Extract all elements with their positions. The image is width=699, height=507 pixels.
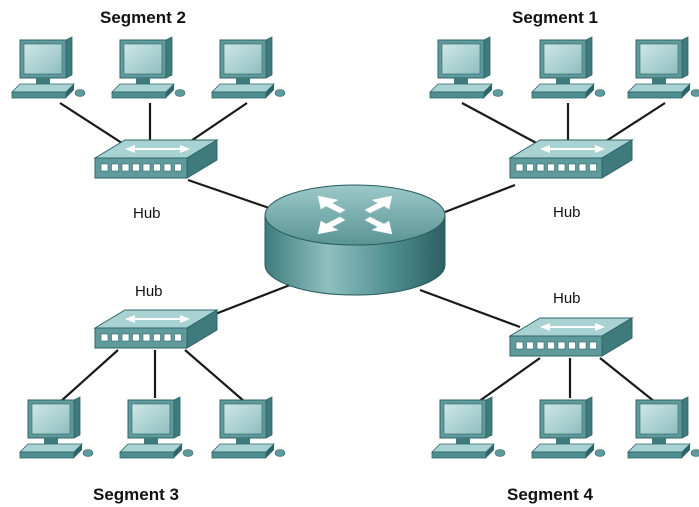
router-icon[interactable] <box>264 184 446 296</box>
hub-segment-2[interactable] <box>93 139 219 179</box>
workstation-seg2-3[interactable] <box>211 36 286 99</box>
segment-label-3: Segment 3 <box>93 485 179 504</box>
link-seg2-host3 <box>184 102 248 146</box>
router-arrows-icon <box>317 195 393 235</box>
workstation-seg3-2[interactable] <box>119 396 194 459</box>
workstation-seg2-1[interactable] <box>11 36 86 99</box>
hub-segment-1[interactable] <box>508 139 634 179</box>
link-seg3-host1 <box>59 349 119 403</box>
link-seg3-host3 <box>184 349 246 403</box>
link-hub4-router <box>419 288 521 329</box>
link-hub1-router <box>444 183 516 214</box>
hub-label-seg1: Hub <box>553 204 581 221</box>
hub-segment-4[interactable] <box>508 317 634 357</box>
hub-label-seg2: Hub <box>133 205 161 222</box>
link-seg1-host1 <box>461 102 541 146</box>
workstation-seg4-2[interactable] <box>531 396 606 459</box>
link-hub2-router <box>187 178 276 212</box>
links <box>59 102 666 403</box>
link-hub3-router <box>204 283 291 320</box>
link-seg4-host3 <box>599 357 656 403</box>
hub-segment-3[interactable] <box>93 309 219 349</box>
segment-label-2: Segment 2 <box>100 8 186 27</box>
link-seg1-host3 <box>599 102 666 146</box>
segment-label-1: Segment 1 <box>512 8 598 27</box>
workstation-seg3-3[interactable] <box>211 396 286 459</box>
workstation-seg1-1[interactable] <box>429 36 504 99</box>
workstation-seg3-1[interactable] <box>19 396 94 459</box>
hub-label-seg4: Hub <box>553 290 581 307</box>
workstation-seg4-3[interactable] <box>627 396 699 459</box>
workstation-seg1-2[interactable] <box>531 36 606 99</box>
link-seg4-host1 <box>477 357 541 403</box>
workstation-seg2-2[interactable] <box>111 36 186 99</box>
link-seg2-host1 <box>59 102 126 146</box>
segment-label-4: Segment 4 <box>507 485 594 504</box>
hub-label-seg3: Hub <box>135 283 163 300</box>
workstation-seg1-3[interactable] <box>627 36 699 99</box>
workstation-seg4-1[interactable] <box>431 396 506 459</box>
